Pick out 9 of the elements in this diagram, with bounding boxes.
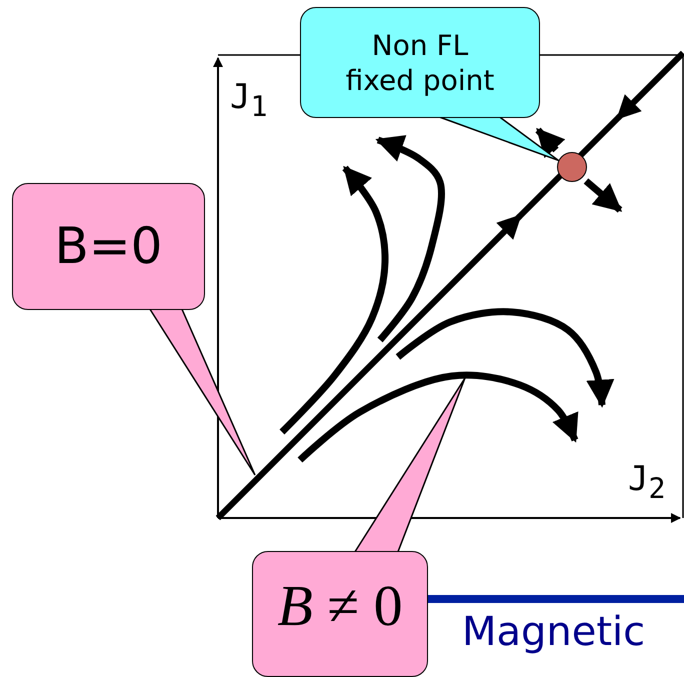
- callout-box: [12, 183, 205, 310]
- fixed-point-circle: [557, 152, 587, 182]
- callout-text: B=0: [53, 216, 164, 278]
- caption-text: Magnetic: [462, 612, 646, 652]
- callout-box: [252, 551, 428, 677]
- callout-text: B ≠ 0: [276, 572, 404, 640]
- axis-label: J$_{1}$: [230, 80, 268, 122]
- callout-text: Non FL fixed point: [344, 28, 496, 98]
- axis-label: J$_{2}$: [628, 462, 666, 504]
